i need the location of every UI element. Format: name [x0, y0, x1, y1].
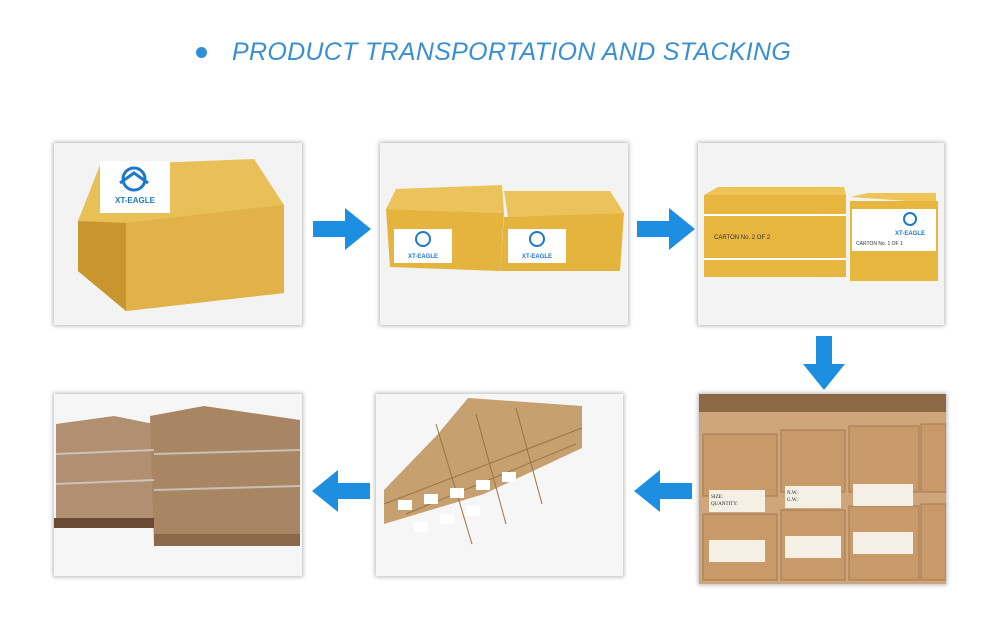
photo-single-box: XT-EAGLE [54, 143, 302, 325]
carton-label-right: CARTON No. 1 OF 1 [856, 241, 903, 247]
size-label: SIZE: [711, 495, 723, 500]
xt-eagle-logo-icon [119, 166, 149, 192]
arrow-right-2 [637, 208, 695, 250]
photo-two-taped-boxes: XT-EAGLE XT-EAGLE [380, 143, 628, 325]
xt-eagle-logo-icon [415, 231, 545, 247]
nw-label: N.W.: [787, 491, 799, 496]
carton-label-left: CARTON No. 2 OF 2 [714, 235, 771, 241]
photo-warehouse-stack: SIZE: QUANTITY: N.W.: G.W.: [699, 394, 946, 584]
title-row: PRODUCT TRANSPORTATION AND STACKING [196, 34, 791, 70]
photo-pallet-stack [376, 394, 623, 576]
logo-text: XT-EAGLE [895, 231, 925, 237]
quantity-label: QUANTITY: [711, 502, 738, 507]
photo-labeled-boxes: CARTON No. 2 OF 2 CARTON No. 1 OF 1 XT-E… [698, 143, 944, 325]
xt-eagle-logo-icon [903, 212, 917, 226]
gw-label: G.W.: [787, 498, 799, 503]
logo-text-right: XT-EAGLE [522, 254, 552, 260]
page-title: PRODUCT TRANSPORTATION AND STACKING [232, 37, 792, 66]
arrow-down [803, 336, 845, 390]
bullet-dot [196, 46, 207, 58]
logo-text: XT-EAGLE [115, 196, 156, 205]
photo-wrapped-pallets [54, 394, 302, 576]
arrow-right-1 [313, 208, 371, 250]
logo-text-left: XT-EAGLE [408, 254, 438, 260]
arrow-left-2 [312, 470, 370, 512]
arrow-left-1 [634, 470, 692, 512]
